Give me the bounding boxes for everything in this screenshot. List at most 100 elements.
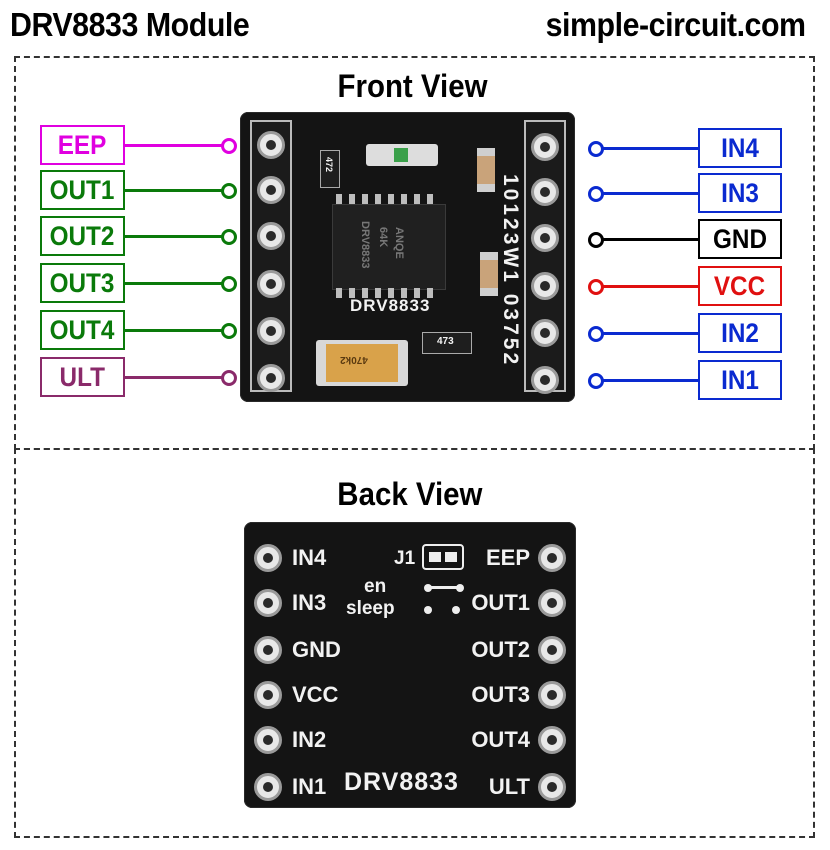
terminal-vcc: [588, 279, 604, 295]
site-url: simple-circuit.com: [546, 6, 806, 43]
pin-label-text: VCC: [714, 270, 766, 301]
wire-in4: [602, 147, 698, 150]
sleep-label: sleep: [346, 598, 395, 619]
pin-label-ult: ULT: [40, 357, 125, 397]
capacitor-1: [477, 148, 495, 192]
back-right-hole: [538, 544, 566, 572]
chip-marking-1: DRV8833: [359, 221, 371, 269]
chip-pin: [388, 288, 394, 298]
terminal-in4: [588, 141, 604, 157]
led: [366, 144, 438, 166]
back-left-label: VCC: [292, 682, 339, 707]
pin-label-out2: OUT2: [40, 216, 125, 256]
wire-vcc: [602, 285, 698, 288]
wire-out1: [125, 189, 222, 192]
chip-pin: [349, 194, 355, 204]
pin-label-in2: IN2: [698, 313, 782, 353]
resistor-472-label: 472: [324, 157, 334, 173]
wire-out2: [125, 235, 222, 238]
back-right-hole: [538, 636, 566, 664]
wire-in1: [602, 379, 698, 382]
back-left-hole: [254, 589, 282, 617]
front-left-hole: [257, 317, 285, 345]
back-left-label: IN3: [292, 590, 327, 615]
wire-ult: [125, 376, 222, 379]
wire-out3: [125, 282, 222, 285]
pin-label-out1: OUT1: [40, 170, 125, 210]
back-board-label: DRV8833: [344, 768, 459, 796]
pin-label-in4: IN4: [698, 128, 782, 168]
front-right-hole: [531, 319, 559, 347]
chip-marking-2: 64K: [377, 227, 389, 248]
chip-pin: [388, 194, 394, 204]
resistor-473-label: 473: [437, 336, 454, 347]
wire-gnd: [602, 238, 698, 241]
back-left-label: GND: [292, 637, 341, 662]
chip-pin: [427, 288, 433, 298]
page-title: DRV8833 Module: [10, 6, 250, 43]
front-right-hole: [531, 133, 559, 161]
terminal-out1: [221, 183, 237, 199]
front-right-hole: [531, 272, 559, 300]
chip-marking-3: ANQE: [393, 227, 405, 259]
resistor-473: 473: [422, 332, 472, 354]
terminal-in3: [588, 186, 604, 202]
back-right-label: OUT4: [471, 727, 530, 752]
back-right-label: OUT3: [471, 682, 530, 707]
pin-label-in3: IN3: [698, 173, 782, 213]
jumper-label: J1: [394, 548, 416, 569]
front-right-hole: [531, 366, 559, 394]
chip-pin: [336, 288, 342, 298]
back-right-hole: [538, 681, 566, 709]
back-right-hole: [538, 589, 566, 617]
wire-in2: [602, 332, 698, 335]
driver-chip: DRV8833 64K ANQE: [332, 204, 446, 290]
tantalum-capacitor: 470k2: [316, 340, 408, 386]
back-left-hole: [254, 726, 282, 754]
back-left-hole: [254, 773, 282, 801]
pin-label-text: OUT2: [50, 220, 115, 251]
terminal-out2: [221, 229, 237, 245]
pin-label-text: IN1: [721, 364, 759, 395]
pin-label-gnd: GND: [698, 219, 782, 259]
pin-label-in1: IN1: [698, 360, 782, 400]
pin-label-text: OUT4: [50, 314, 115, 345]
chip-pin: [336, 194, 342, 204]
chip-pin: [414, 288, 420, 298]
back-right-label: OUT1: [471, 590, 530, 615]
back-left-hole: [254, 636, 282, 664]
front-left-hole: [257, 131, 285, 159]
back-right-label: OUT2: [471, 637, 530, 662]
back-left-label: IN2: [292, 727, 327, 752]
back-left-hole: [254, 681, 282, 709]
pin-label-text: OUT3: [50, 267, 115, 298]
wire-eep: [125, 144, 222, 147]
terminal-out3: [221, 276, 237, 292]
pin-label-text: IN4: [721, 132, 759, 163]
pin-label-text: IN3: [721, 177, 759, 208]
front-right-hole: [531, 178, 559, 206]
terminal-eep: [221, 138, 237, 154]
back-right-label: ULT: [488, 774, 530, 799]
terminal-gnd: [588, 232, 604, 248]
back-view-title: Back View: [337, 476, 483, 512]
chip-pin: [362, 194, 368, 204]
tantalum-marking: 470k2: [340, 354, 368, 365]
front-left-hole: [257, 364, 285, 392]
pin-label-out3: OUT3: [40, 263, 125, 303]
terminal-ult: [221, 370, 237, 386]
back-right-label: EEP: [485, 545, 530, 570]
side-code: 10123W1 03752: [499, 174, 522, 368]
front-left-hole: [257, 222, 285, 250]
back-left-hole: [254, 544, 282, 572]
pin-label-text: OUT1: [50, 174, 115, 205]
back-right-hole: [538, 726, 566, 754]
chip-pin: [349, 288, 355, 298]
pin-label-out4: OUT4: [40, 310, 125, 350]
back-left-label: IN4: [292, 545, 327, 570]
pin-label-eep: EEP: [40, 125, 125, 165]
back-view-frame: [14, 448, 815, 838]
front-view-title: Front View: [337, 68, 488, 104]
capacitor-2: [480, 252, 498, 296]
